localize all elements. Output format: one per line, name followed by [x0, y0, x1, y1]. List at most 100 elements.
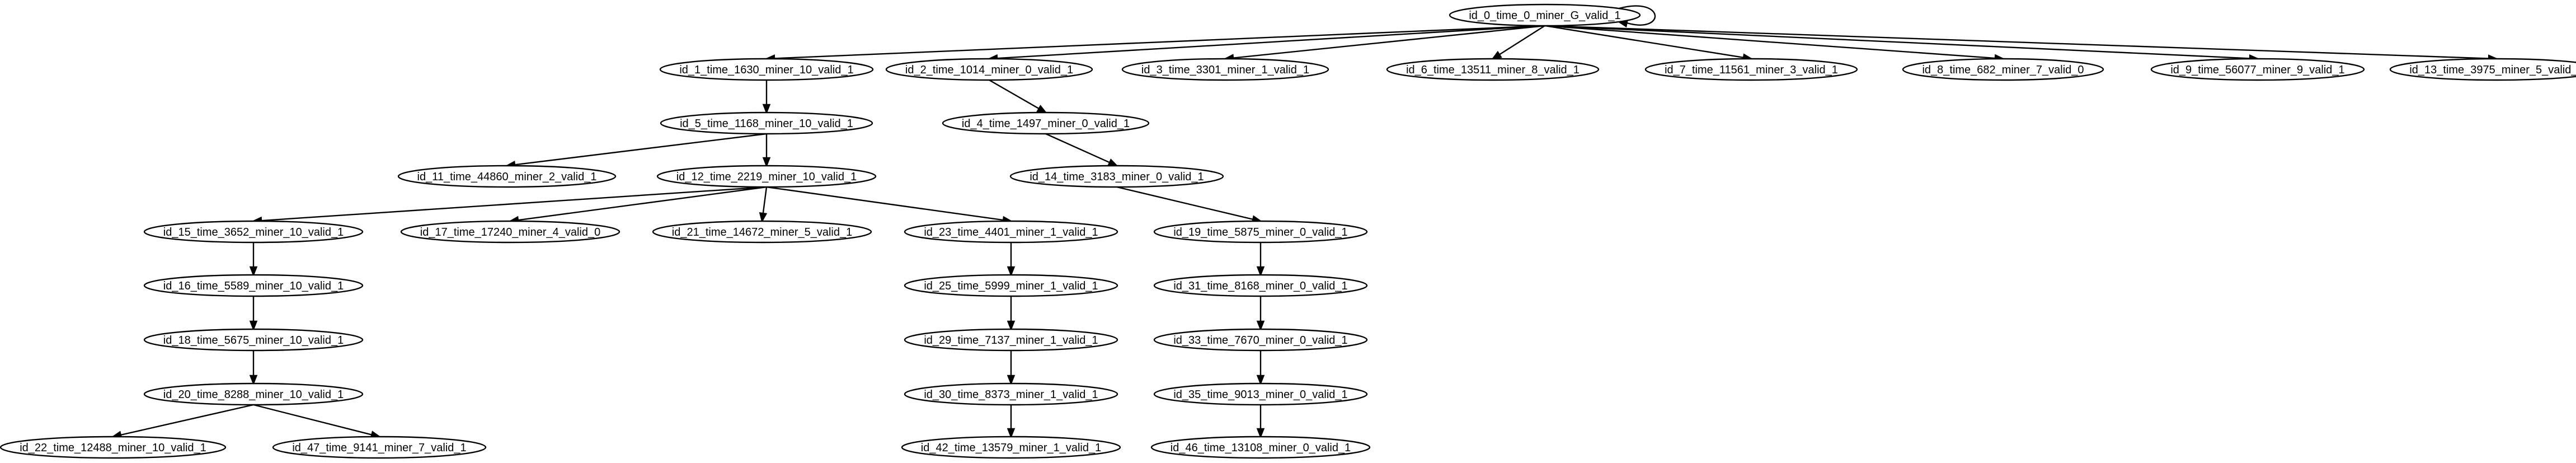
edge-line [1544, 25, 2490, 59]
node-label: id_30_time_8373_miner_1_valid_1 [924, 389, 1098, 401]
graph-node: id_13_time_3975_miner_5_valid_1 [2389, 58, 2576, 81]
edge-line [773, 25, 1545, 59]
edge-arrowhead [1256, 375, 1265, 386]
node-label: id_8_time_682_miner_7_valid_0 [1922, 64, 2084, 76]
edge-line [1116, 186, 1254, 221]
node-ellipse [1902, 58, 2104, 81]
graph-node: id_11_time_44860_miner_2_valid_1 [397, 165, 617, 188]
edge-arrowhead [249, 266, 258, 277]
node-label: id_42_time_13579_miner_1_valid_1 [921, 442, 1101, 454]
node-ellipse [1150, 436, 1371, 459]
node-ellipse [1386, 58, 1600, 81]
graph-node: id_16_time_5589_miner_10_valid_1 [143, 274, 364, 297]
graph-edge [764, 25, 1545, 63]
node-label: id_12_time_2219_miner_10_valid_1 [676, 171, 857, 183]
node-label: id_29_time_7137_miner_1_valid_1 [924, 334, 1098, 347]
graph-node: id_18_time_5675_miner_10_valid_1 [143, 328, 364, 352]
node-label: id_47_time_9141_miner_7_valid_1 [292, 442, 466, 454]
edge-line [260, 186, 767, 222]
node-ellipse [659, 58, 874, 81]
node-ellipse [143, 382, 364, 406]
graph-edge [766, 186, 1013, 225]
edge-arrowhead [1256, 428, 1265, 439]
graph-node: id_25_time_5999_miner_1_valid_1 [904, 274, 1118, 297]
graph-edge [989, 79, 1047, 114]
edge-line [253, 404, 373, 436]
edge-arrowhead [762, 157, 771, 168]
graph-node: id_21_time_14672_miner_5_valid_1 [652, 220, 872, 244]
node-label: id_7_time_11561_miner_3_valid_1 [1665, 64, 1838, 76]
node-ellipse [1121, 58, 1329, 81]
edge-arrowhead [249, 375, 258, 386]
graph-edge [505, 133, 767, 169]
graph-edge [987, 25, 1545, 63]
node-label: id_2_time_1014_miner_0_valid_1 [905, 64, 1073, 76]
node-ellipse [2389, 58, 2576, 81]
node-label: id_20_time_8288_miner_10_valid_1 [163, 389, 344, 401]
graph-node: id_6_time_13511_miner_8_valid_1 [1386, 58, 1600, 81]
node-ellipse [1009, 165, 1224, 188]
node-ellipse [1644, 58, 1858, 81]
edge-arrowhead [1036, 105, 1047, 114]
graph-node: id_33_time_7670_miner_0_valid_1 [1153, 328, 1368, 352]
node-ellipse [272, 436, 487, 459]
node-label: id_3_time_3301_miner_1_valid_1 [1141, 64, 1309, 76]
node-label: id_22_time_12488_miner_10_valid_1 [20, 442, 206, 454]
graph-node: id_9_time_56077_miner_9_valid_1 [2150, 58, 2365, 81]
graph-edge [1116, 186, 1263, 223]
graph-edge [762, 80, 771, 115]
graph-edge [1544, 25, 2499, 63]
edge-arrowhead [249, 320, 258, 331]
node-ellipse [397, 165, 617, 188]
node-ellipse [885, 58, 1093, 81]
edge-arrowhead [1007, 428, 1016, 439]
graph-node: id_23_time_4401_miner_1_valid_1 [904, 220, 1118, 244]
graph-edge [1007, 242, 1016, 277]
graph-node: id_8_time_682_miner_7_valid_0 [1902, 58, 2104, 81]
node-ellipse [660, 111, 873, 135]
node-label: id_4_time_1497_miner_0_valid_1 [962, 118, 1130, 130]
node-ellipse [901, 436, 1121, 459]
graph-edge [1007, 296, 1016, 331]
edge-arrowhead [1491, 50, 1502, 60]
graph-node: id_17_time_17240_miner_4_valid_0 [400, 220, 621, 244]
graph-edge [249, 296, 258, 331]
graph-node: id_3_time_3301_miner_1_valid_1 [1121, 58, 1329, 81]
graph-edge [762, 134, 771, 168]
edge-line [517, 186, 767, 221]
node-ellipse [400, 220, 621, 244]
node-label: id_21_time_14672_miner_5_valid_1 [672, 226, 852, 238]
graph-node: id_0_time_0_miner_G_valid_1 [1449, 3, 1641, 27]
graph-edge [1256, 350, 1265, 386]
node-label: id_18_time_5675_miner_10_valid_1 [163, 334, 344, 347]
edge-line [514, 133, 767, 166]
edge-line [762, 186, 768, 214]
node-ellipse [904, 382, 1118, 406]
node-ellipse [1153, 274, 1368, 297]
node-label: id_1_time_1630_miner_10_valid_1 [679, 64, 853, 76]
edge-line [1544, 25, 1745, 59]
graph-edge [251, 186, 767, 225]
node-ellipse [1153, 220, 1368, 244]
edge-arrowhead [1007, 266, 1016, 277]
graph-edge [1007, 405, 1016, 439]
edge-line [1544, 25, 1996, 59]
node-label: id_11_time_44860_miner_2_valid_1 [417, 171, 597, 183]
node-ellipse [904, 274, 1118, 297]
node-ellipse [942, 111, 1150, 135]
graph-node: id_4_time_1497_miner_0_valid_1 [942, 111, 1150, 135]
graph-node: id_2_time_1014_miner_0_valid_1 [885, 58, 1093, 81]
node-label: id_33_time_7670_miner_0_valid_1 [1173, 334, 1347, 347]
edge-line [1232, 25, 1545, 59]
node-ellipse [0, 436, 227, 459]
node-label: id_14_time_3183_miner_0_valid_1 [1030, 171, 1204, 183]
graph-edge [508, 186, 767, 225]
edge-arrowhead [1256, 266, 1265, 277]
graph-node: id_35_time_9013_miner_0_valid_1 [1153, 382, 1368, 406]
node-ellipse [2150, 58, 2365, 81]
edge-arrowhead [1107, 158, 1118, 167]
graph-edge [249, 350, 258, 386]
node-label: id_13_time_3975_miner_5_valid_1 [2409, 64, 2576, 76]
edge-arrowhead [1007, 320, 1016, 331]
